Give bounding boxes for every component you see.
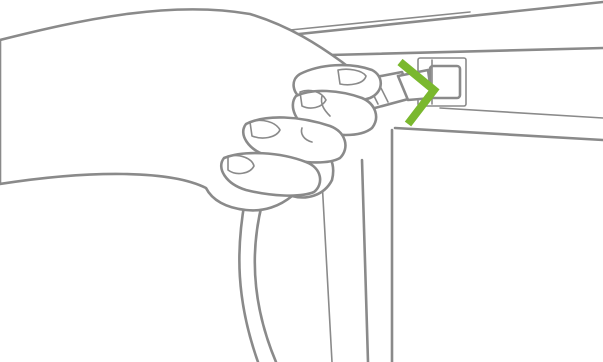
cable-right-edge	[255, 204, 276, 362]
device-top-edge	[290, 12, 470, 30]
device-leg-inner	[322, 180, 332, 362]
cable-icon	[239, 200, 276, 362]
device-leg-left	[362, 160, 368, 362]
device-front-top	[330, 48, 603, 55]
hand-icon	[0, 9, 381, 210]
device-front-ledge	[440, 108, 603, 118]
device-front-bottom	[395, 128, 603, 140]
device-top-edge-outer	[280, 2, 603, 36]
